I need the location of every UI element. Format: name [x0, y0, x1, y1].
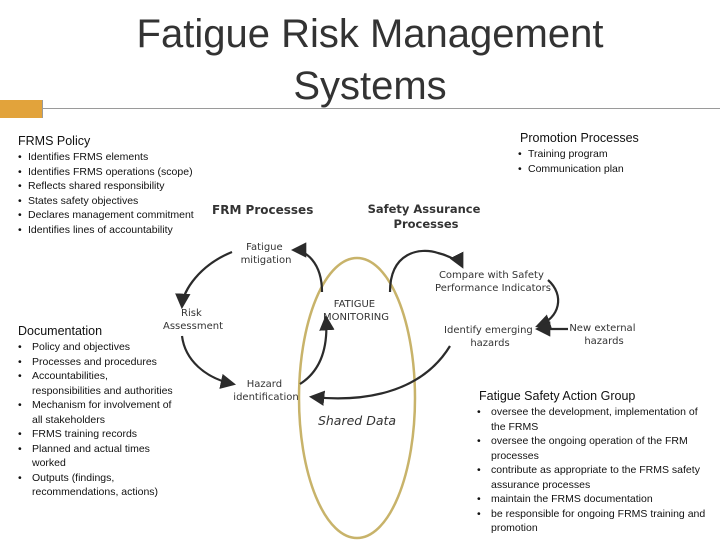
item-text: Outputs (findings, [32, 471, 115, 484]
title-rule [42, 108, 720, 109]
arrow-monitoring-to-compare [388, 249, 464, 293]
risk-assessment-label: Risk Assessment [163, 308, 223, 332]
policy-heading: FRMS Policy [18, 134, 91, 148]
arrow-hazard-to-monitoring [299, 314, 335, 385]
promotion-list: Training program Communication plan [518, 147, 708, 176]
arrow-identify-to-hazard-identification [308, 345, 451, 406]
hazard-identification-label: Hazard identification [233, 379, 298, 403]
item-text: promotion [491, 522, 538, 534]
item-text: oversee the development, implementation … [491, 406, 698, 418]
documentation-item: Outputs (findings, recommendations, actio… [18, 471, 208, 500]
documentation-item: Accountabilities, responsibilities and au… [18, 369, 208, 398]
documentation-item: FRMS training records [18, 427, 208, 442]
identify-emerging-label: Identify emerging hazards [444, 325, 536, 349]
label-line: Performance Indicators [435, 283, 551, 294]
promotion-heading: Promotion Processes [520, 131, 639, 145]
policy-item: Reflects shared responsibility [18, 179, 218, 194]
shared-data-ellipse [297, 256, 417, 540]
item-text: worked [32, 457, 66, 469]
label-line: hazards [470, 338, 509, 349]
arrow-assessment-to-hazard [180, 335, 237, 389]
item-text: responsibilities and authorities [32, 384, 173, 397]
label-line: identification [233, 392, 298, 403]
label-line: Assessment [163, 321, 223, 332]
item-text: Mechanism for involvement of [32, 399, 172, 411]
new-external-label: New external hazards [569, 323, 638, 347]
documentation-heading: Documentation [18, 324, 103, 338]
policy-item: Identifies lines of accountability [18, 223, 218, 238]
documentation-list: Policy and objectives Processes and proc… [18, 340, 208, 500]
documentation-item: Mechanism for involvement of all stakehol… [18, 398, 208, 427]
item-text: FRMS training records [32, 428, 138, 440]
item-text: contribute as appropriate to the FRMS sa… [491, 464, 700, 476]
label-line: Processes [394, 217, 459, 231]
label-line: MONITORING [323, 312, 389, 323]
documentation-item: Planned and actual times worked [18, 442, 208, 471]
title-line-2: Systems [293, 64, 447, 108]
label-line: Risk [181, 308, 202, 319]
compare-spi-label: Compare with Safety Performance Indicato… [435, 270, 551, 294]
title-rule-tick [42, 100, 43, 118]
item-text: maintain the FRMS documentation [491, 493, 653, 505]
action-group-item: maintain the FRMS documentation [477, 492, 717, 507]
safety-assurance-label: Safety Assurance Processes [368, 202, 485, 231]
item-text: processes [491, 449, 539, 462]
title-line-1: Fatigue Risk Management [136, 12, 604, 56]
title-accent-bar [0, 100, 42, 118]
item-text: the FRMS [491, 420, 539, 433]
item-text: oversee the ongoing operation of the FRM [491, 435, 688, 447]
action-group-item: contribute as appropriate to the FRMS sa… [477, 463, 717, 492]
label-line: Identify emerging [444, 325, 533, 336]
arrow-monitoring-to-mitigation [290, 242, 324, 293]
policy-item: States safety objectives [18, 194, 218, 209]
promotion-item: Training program [518, 147, 708, 162]
frm-processes-label: FRM Processes [212, 203, 313, 217]
shared-data-label: Shared Data [318, 413, 396, 428]
action-group-item: oversee the ongoing operation of the FRM… [477, 434, 717, 463]
item-text: Policy and objectives [32, 341, 131, 353]
promotion-item: Communication plan [518, 162, 708, 177]
item-text: Accountabilities, [32, 370, 108, 382]
fatigue-monitoring-label: FATIGUE MONITORING [323, 299, 389, 323]
fatigue-mitigation-label: Fatigue mitigation [241, 242, 292, 266]
label-line: FATIGUE [334, 299, 375, 310]
action-group-heading: Fatigue Safety Action Group [479, 389, 636, 403]
label-line: Hazard [247, 379, 282, 390]
documentation-item: Policy and objectives [18, 340, 208, 355]
documentation-item: Processes and procedures [18, 355, 208, 370]
policy-item: Identifies FRMS elements [18, 150, 218, 165]
policy-item: Declares management commitment [18, 208, 218, 223]
item-text: assurance processes [491, 478, 591, 491]
item-text: Processes and procedures [32, 355, 157, 368]
label-line: Fatigue [246, 242, 283, 253]
policy-item: Identifies FRMS operations (scope) [18, 165, 218, 180]
policy-list: Identifies FRMS elements Identifies FRMS… [18, 150, 218, 237]
action-group-list: oversee the development, implementation … [477, 405, 717, 536]
page-title: Fatigue Risk Management Systems [0, 8, 720, 112]
action-group-item: oversee the development, implementation … [477, 405, 717, 434]
arrow-mitigation-to-assessment [175, 250, 233, 310]
label-line: New external [569, 323, 635, 334]
label-line: hazards [584, 336, 623, 347]
item-text: all stakeholders [32, 413, 105, 426]
action-group-item: be responsible for ongoing FRMS training… [477, 507, 717, 536]
item-text: recommendations, actions) [32, 486, 159, 498]
item-text: Planned and actual times [32, 442, 150, 455]
item-text: be responsible for ongoing FRMS training… [491, 507, 706, 520]
label-line: Safety Assurance [368, 202, 481, 216]
label-line: mitigation [241, 255, 292, 266]
label-line: Compare with Safety [439, 270, 544, 281]
